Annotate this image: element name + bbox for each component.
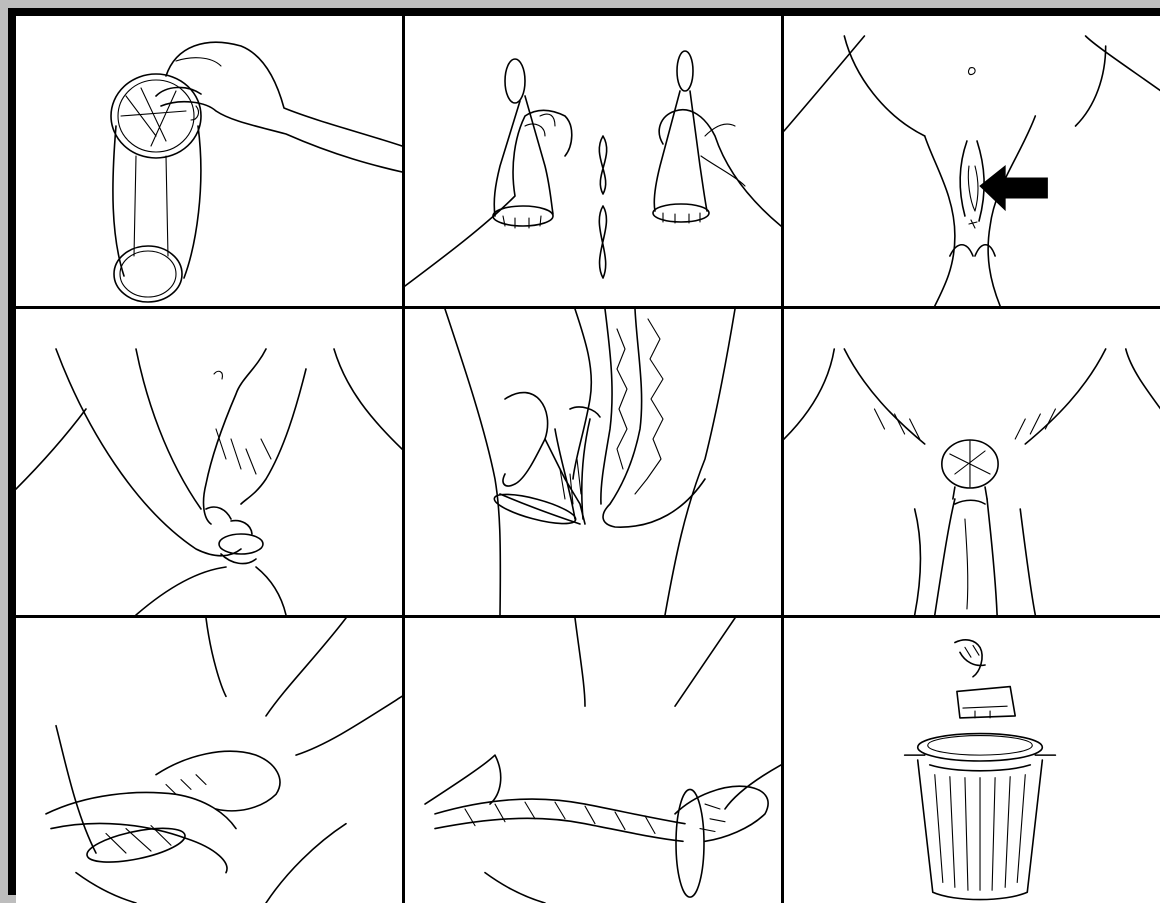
condom-in-place-cross-section-icon bbox=[405, 309, 781, 615]
guiding-penis-icon bbox=[784, 309, 1160, 615]
dispose-in-trash-icon bbox=[784, 618, 1160, 903]
pulling-out-twisted-condom-icon bbox=[405, 618, 781, 903]
inserting-condom-icon bbox=[16, 309, 402, 615]
panel-step-8 bbox=[405, 618, 781, 903]
panel-step-3 bbox=[784, 16, 1160, 306]
vaginal-opening-arrow-icon bbox=[784, 16, 1160, 306]
panel-step-2 bbox=[405, 16, 781, 306]
panel-step-6 bbox=[784, 309, 1160, 615]
panel-step-4 bbox=[16, 309, 402, 615]
panel-step-9 bbox=[784, 618, 1160, 903]
panel-step-5 bbox=[405, 309, 781, 615]
panel-step-1 bbox=[16, 16, 402, 306]
instruction-grid bbox=[16, 16, 1160, 903]
squeeze-inner-ring-icon bbox=[405, 16, 781, 306]
holding-condom-icon bbox=[16, 16, 402, 306]
panel-step-7 bbox=[16, 618, 402, 903]
twisting-outer-ring-icon bbox=[16, 618, 402, 903]
